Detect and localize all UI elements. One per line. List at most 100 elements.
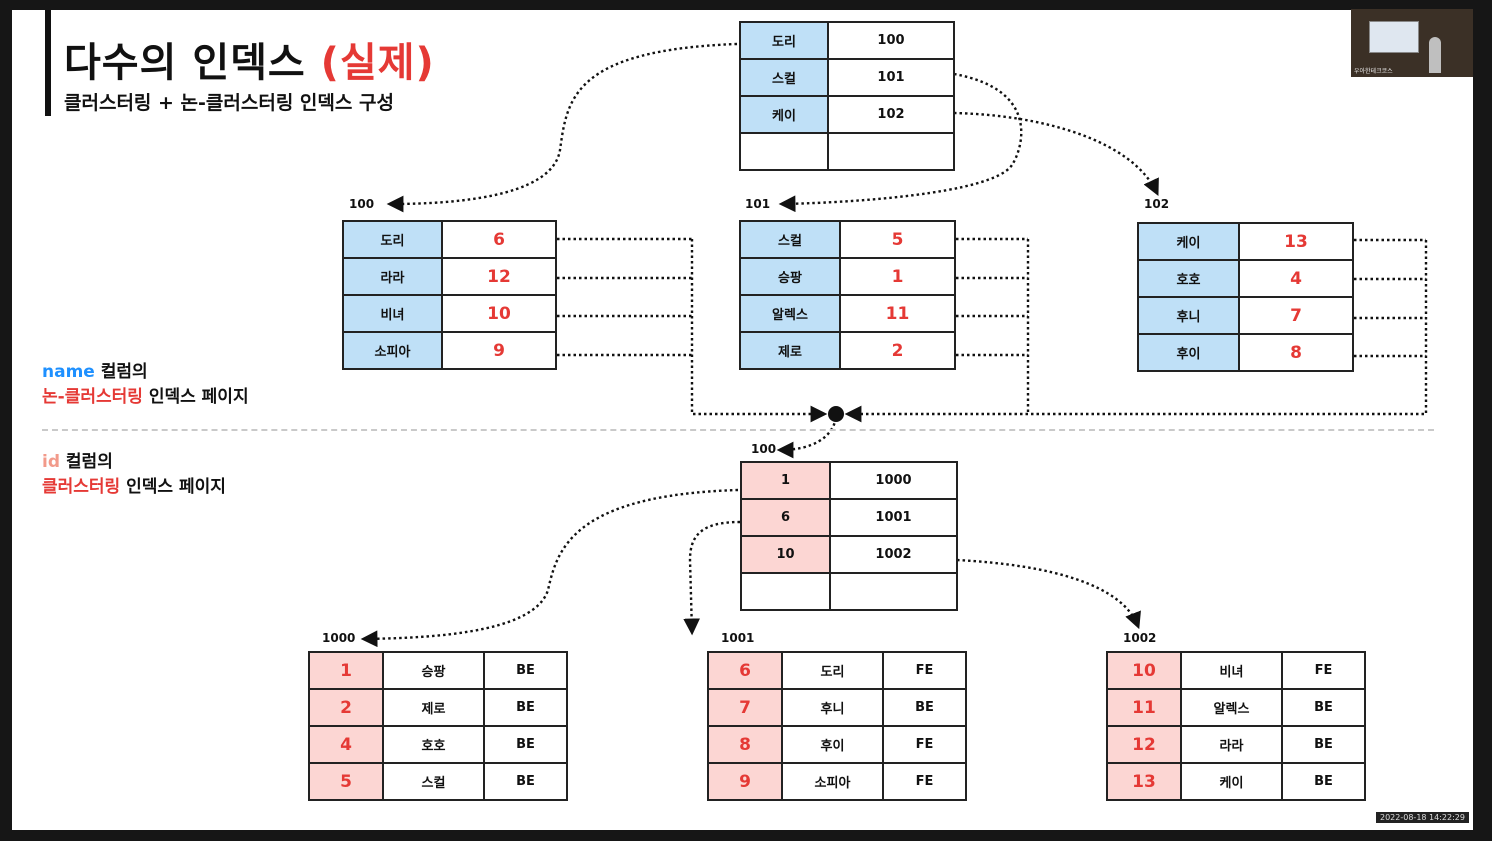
c-root-page: 1002 (829, 535, 958, 574)
nc-root-key: 도리 (739, 21, 829, 60)
name-cell: 후이 (1137, 333, 1240, 372)
name-cell: 후니 (781, 688, 884, 727)
title-accent: (실제) (320, 40, 435, 86)
name-cell: 스컬 (739, 220, 841, 259)
slide-title: 다수의 인덱스 (실제) (64, 30, 435, 88)
c-root-key: 6 (740, 498, 831, 537)
name-label-line2: 인덱스 페이지 (142, 387, 249, 407)
team-cell: BE (1281, 725, 1366, 764)
c-root-page: 1001 (829, 498, 958, 537)
team-cell: BE (1281, 762, 1366, 801)
id-cell: 12 (441, 257, 557, 296)
id-cell: 12 (1106, 725, 1182, 764)
name-label-rest: 컬럼의 (94, 362, 148, 382)
c-root-page-label: 100 (751, 442, 777, 456)
id-cell: 13 (1238, 222, 1354, 261)
nc-leaf-page-label: 100 (349, 197, 375, 211)
id-cell: 4 (308, 725, 384, 764)
id-cell: 9 (707, 762, 783, 801)
c-root-key: 10 (740, 535, 831, 574)
webcam-screen (1369, 21, 1419, 53)
name-cell: 스컬 (382, 762, 485, 801)
id-index-label: id 컬럼의 클러스터링 인덱스 페이지 (42, 450, 226, 500)
id-cell: 1 (839, 257, 956, 296)
name-cell: 호호 (382, 725, 485, 764)
nc-root-page: 100 (827, 21, 955, 60)
section-divider (42, 429, 1434, 431)
name-cell: 라라 (342, 257, 443, 296)
team-cell: BE (1281, 688, 1366, 727)
name-cell: 비녀 (342, 294, 443, 333)
id-cell: 4 (1238, 259, 1354, 298)
id-cell: 2 (308, 688, 384, 727)
id-label-red: 클러스터링 (42, 477, 121, 497)
c-root-key (740, 572, 831, 611)
id-cell: 6 (441, 220, 557, 259)
id-cell: 1 (308, 651, 384, 690)
name-cell: 케이 (1137, 222, 1240, 261)
title-accent-bar (45, 10, 51, 116)
name-cell: 호호 (1137, 259, 1240, 298)
c-leaf-page-label: 1002 (1123, 631, 1157, 645)
connector-arrows (360, 42, 1428, 648)
c-root-key: 1 (740, 461, 831, 500)
merge-point (828, 406, 844, 422)
name-index-label: name 컬럼의 논-클러스터링 인덱스 페이지 (42, 360, 249, 410)
name-cell: 승팡 (382, 651, 485, 690)
name-cell: 라라 (1180, 725, 1283, 764)
id-cell: 7 (707, 688, 783, 727)
name-keyword: name (42, 362, 95, 382)
nc-leaf-page-label: 101 (745, 197, 771, 211)
table-row (739, 132, 955, 171)
name-cell: 제로 (382, 688, 485, 727)
id-label-rest: 컬럼의 (60, 452, 113, 472)
nc-root-key: 케이 (739, 95, 829, 134)
id-label-line2: 인덱스 페이지 (120, 477, 226, 497)
team-cell: FE (1281, 651, 1366, 690)
name-cell: 후이 (781, 725, 884, 764)
id-cell: 5 (308, 762, 384, 801)
team-cell: BE (483, 651, 568, 690)
recording-timestamp: 2022-08-18 14:22:29 (1376, 812, 1469, 823)
nc-root-page: 102 (827, 95, 955, 134)
name-cell: 도리 (342, 220, 443, 259)
team-cell: BE (882, 688, 967, 727)
nc-root-key (739, 132, 829, 171)
name-cell: 도리 (781, 651, 884, 690)
name-cell: 비녀 (1180, 651, 1283, 690)
team-cell: FE (882, 762, 967, 801)
title-main: 다수의 인덱스 (64, 40, 321, 86)
slide: 다수의 인덱스 (실제) 클러스터링 + 논-클러스터링 인덱스 구성 (12, 10, 1473, 830)
team-cell: FE (882, 651, 967, 690)
nc-leaf-page-label: 102 (1144, 197, 1170, 211)
